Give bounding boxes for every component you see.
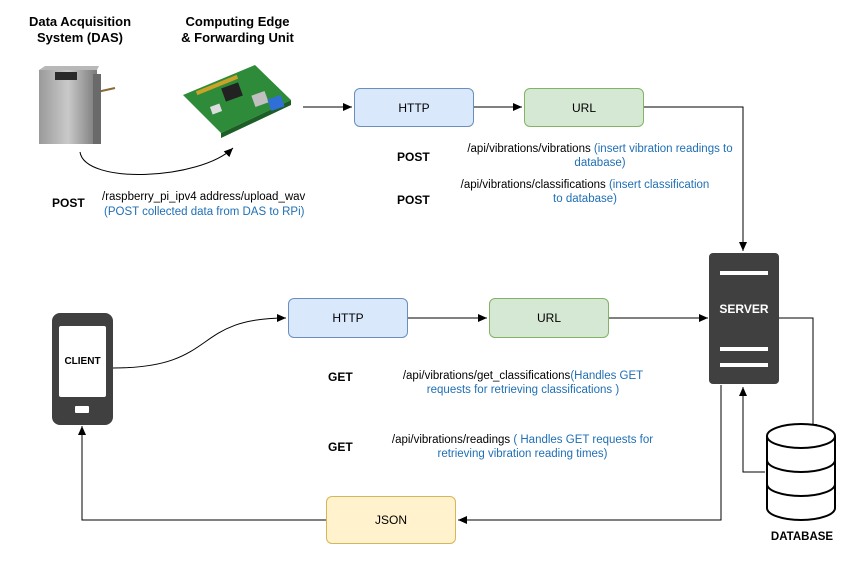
server-slot <box>720 347 768 351</box>
arrow-database-to-server <box>739 387 765 473</box>
client-label: CLIENT <box>59 326 106 397</box>
client-phone: CLIENT <box>52 313 113 425</box>
upload-note: (POST collected data from DAS to RPi) <box>104 206 305 218</box>
route-note: (insert classification <box>608 179 710 191</box>
url-box-top: URL <box>524 88 644 127</box>
server-slot <box>720 271 768 275</box>
route-note: (insert vibration readings to <box>593 143 733 155</box>
database-icon <box>766 423 836 521</box>
server-box: SERVER <box>709 253 779 384</box>
route-note: ( Handles GET requests for <box>513 434 654 446</box>
route-entry: /api/vibrations/vibrations (insert vibra… <box>440 142 760 170</box>
upload-path: /raspberry_pi_ipv4 address/upload_wav <box>102 191 306 203</box>
json-box: JSON <box>326 496 456 544</box>
url-label-bottom: URL <box>536 311 561 325</box>
route-path: /api/vibrations/readings <box>391 434 511 446</box>
server-label: SERVER <box>719 302 769 316</box>
route-note-cont: requests for retrieving classifications … <box>426 384 620 396</box>
home-button-icon <box>75 406 89 413</box>
arrow-server-to-database <box>779 317 817 433</box>
route-method: POST <box>397 193 430 207</box>
route-path: /api/vibrations/classifications <box>460 179 606 191</box>
edge-title: Computing Edge& Forwarding Unit <box>181 14 294 45</box>
route-entry: /api/vibrations/get_classifications(Hand… <box>378 369 668 397</box>
arrow-client-to-http <box>112 314 287 369</box>
json-label: JSON <box>374 513 407 527</box>
das-device-image <box>39 66 116 144</box>
raspberry-pi-image <box>183 65 291 138</box>
url-box-bottom: URL <box>489 298 609 338</box>
arrow-server-to-json <box>458 385 722 524</box>
upload-method: POST <box>52 196 85 210</box>
route-note-cont: database) <box>574 157 626 169</box>
arrow-das-to-edge <box>79 147 234 175</box>
arrow-json-to-client <box>78 426 326 521</box>
route-method: GET <box>328 370 353 384</box>
route-note-cont: retrieving vibration reading times) <box>437 448 608 460</box>
server-slot <box>720 363 768 367</box>
route-path: /api/vibrations/get_classifications <box>402 370 571 382</box>
arrow-url-to-server <box>644 106 747 251</box>
http-label-bottom: HTTP <box>332 311 364 325</box>
http-box-top: HTTP <box>354 88 474 127</box>
http-label-top: HTTP <box>398 100 430 115</box>
route-path: /api/vibrations/vibrations <box>467 143 591 155</box>
route-entry: /api/vibrations/classifications (insert … <box>430 178 740 206</box>
http-box-bottom: HTTP <box>288 298 408 338</box>
route-method: GET <box>328 440 353 454</box>
database-label: DATABASE <box>770 531 834 543</box>
route-method: POST <box>397 150 430 164</box>
route-note-cont: to database) <box>553 193 617 205</box>
url-label-top: URL <box>571 100 596 115</box>
route-note: (Handles GET <box>570 370 644 382</box>
route-entry: /api/vibrations/readings ( Handles GET r… <box>370 433 675 461</box>
